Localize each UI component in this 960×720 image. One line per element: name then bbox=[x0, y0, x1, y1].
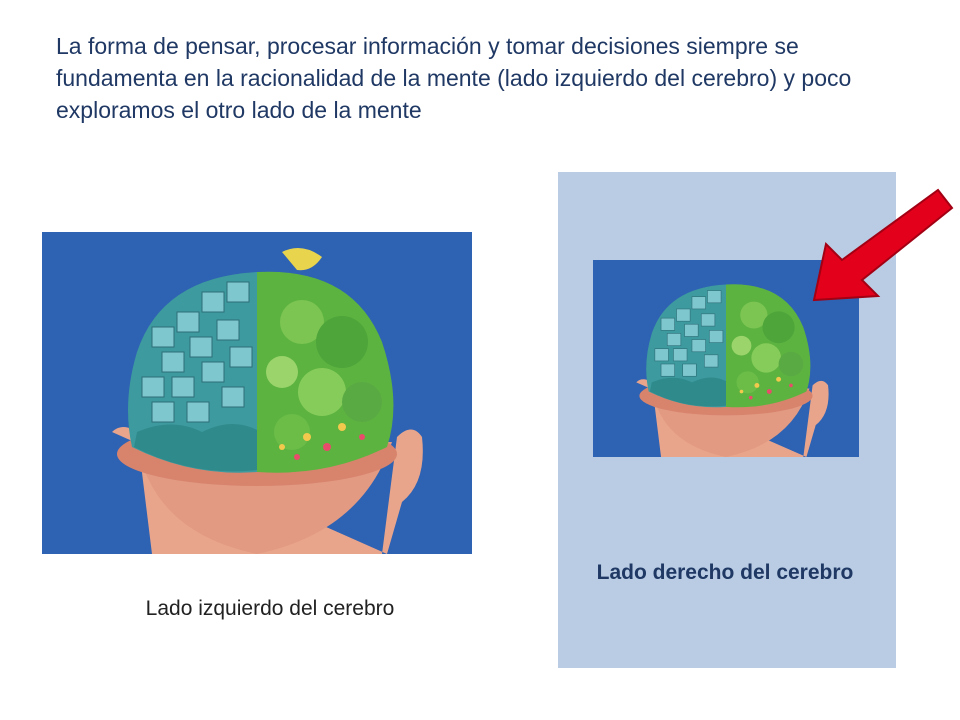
left-brain-caption: Lado izquierdo del cerebro bbox=[145, 597, 395, 620]
brain-illustration-right bbox=[593, 260, 859, 457]
red-arrow-icon bbox=[812, 188, 954, 302]
brain-illustration bbox=[42, 232, 472, 554]
brain-illustration-left bbox=[42, 232, 472, 554]
brain-illustration bbox=[593, 260, 859, 457]
right-brain-caption: Lado derecho del cerebro bbox=[596, 561, 854, 584]
intro-text: La forma de pensar, procesar información… bbox=[56, 33, 852, 123]
